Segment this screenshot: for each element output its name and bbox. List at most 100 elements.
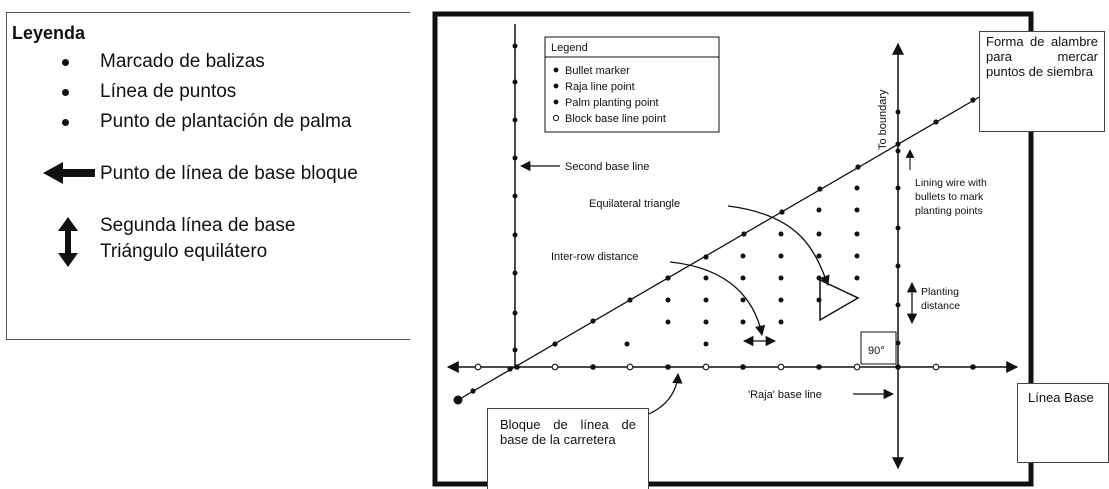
lining-wire-label-3: planting points — [915, 205, 983, 217]
bullet-icon — [62, 59, 69, 66]
base-line-point — [895, 364, 901, 370]
base-line-point — [853, 363, 861, 371]
inter-row-distance-arrow — [669, 261, 766, 337]
legend-item-label: Triángulo equilátero — [100, 241, 268, 262]
raja-base-line-label: 'Raja' base line — [748, 389, 822, 401]
second-base-line-point — [512, 79, 518, 85]
spanish-legend-panel: Leyenda Marcado de balizas Línea de punt… — [6, 12, 410, 340]
angle-label: 90° — [868, 345, 885, 357]
second-base-line-point — [512, 43, 518, 49]
base-line-point — [665, 364, 671, 370]
second-base-line-point — [512, 347, 518, 353]
bullet-marker — [507, 366, 513, 372]
boundary-line-point — [895, 263, 901, 269]
bullet-marker — [552, 341, 558, 347]
palm-planting-point — [703, 319, 709, 325]
base-line-point — [970, 364, 976, 370]
base-line-point — [932, 363, 940, 371]
boundary-line-point — [895, 340, 901, 346]
palm-planting-point — [854, 231, 860, 237]
boundary-line-point — [895, 225, 901, 231]
palm-planting-point — [778, 319, 784, 325]
palm-planting-point — [740, 275, 746, 281]
base-line-point — [626, 363, 634, 371]
bullet-marker — [855, 164, 861, 170]
lining-wire-label-2: bullets to mark — [915, 191, 984, 203]
palm-planting-point — [703, 275, 709, 281]
bullet-marker-icon — [553, 67, 559, 73]
diagram-legend-item: Block base line point — [565, 113, 666, 125]
bullet-marker — [779, 209, 785, 215]
boundary-line-point — [895, 185, 901, 191]
base-line-point — [740, 364, 746, 370]
palm-planting-point — [740, 297, 746, 303]
up-down-arrow-icon — [58, 217, 78, 267]
planting-distance-label-2: distance — [921, 300, 960, 312]
boundary-line-point — [895, 148, 901, 154]
second-base-line-point — [512, 232, 518, 238]
palm-planting-point — [740, 319, 746, 325]
bullet-marker — [895, 141, 901, 147]
palm-planting-point — [703, 297, 709, 303]
legend-item-label: Punto de plantación de palma — [100, 111, 352, 132]
base-line-point — [474, 363, 482, 371]
lining-wire-label-1: Lining wire with — [915, 177, 987, 189]
diagram-legend-title: Legend — [551, 42, 588, 54]
palm-planting-point — [778, 253, 784, 259]
base-line-point — [702, 363, 710, 371]
bullet-marker — [933, 119, 939, 125]
second-base-line-point — [512, 155, 518, 161]
bullet-marker — [470, 388, 476, 394]
palm-planting-point — [778, 231, 784, 237]
legend-item-label: Marcado de balizas — [100, 51, 265, 72]
equilateral-triangle-shape — [819, 278, 860, 322]
bullet-marker — [817, 186, 823, 192]
bullet-marker — [665, 275, 671, 281]
left-arrow-icon — [43, 162, 95, 184]
bullet-marker — [970, 97, 976, 103]
raja-point-icon — [553, 83, 559, 89]
palm-planting-point — [778, 297, 784, 303]
bullet-marker — [627, 297, 633, 303]
boundary-line-point — [895, 109, 901, 115]
bullet-marker — [453, 395, 463, 405]
lining-wire — [457, 91, 989, 401]
base-line-point — [551, 363, 559, 371]
base-line-point — [514, 364, 520, 370]
palm-point-icon — [553, 99, 559, 105]
base-line-point — [590, 364, 596, 370]
legend-item-label: Segunda línea de base — [100, 215, 296, 236]
second-base-line-point — [512, 193, 518, 199]
palm-planting-point — [854, 185, 860, 191]
diagram-legend-item: Raja line point — [565, 81, 635, 93]
bullet-marker — [590, 318, 596, 324]
palm-planting-point — [816, 207, 822, 213]
palm-planting-point — [778, 275, 784, 281]
second-base-line-label: Second base line — [565, 161, 649, 173]
palm-planting-point — [703, 341, 709, 347]
palm-planting-point — [665, 319, 671, 325]
base-line-point — [777, 363, 785, 371]
callout-linea-base: Línea Base — [1017, 383, 1109, 463]
second-base-line-point — [512, 117, 518, 123]
second-base-line-point — [512, 270, 518, 276]
base-line-point — [816, 364, 822, 370]
diagram-frame — [432, 11, 1034, 487]
palm-planting-point — [665, 297, 671, 303]
palm-planting-point — [624, 341, 630, 347]
equilateral-triangle-arrow — [727, 205, 830, 286]
diagram-legend-item: Palm planting point — [565, 97, 659, 109]
palm-planting-point — [740, 253, 746, 259]
callout-bloque: Bloque de línea de base de la carretera — [487, 408, 649, 489]
block-base-point-icon — [552, 114, 560, 122]
second-base-line-point — [512, 310, 518, 316]
palm-planting-point — [854, 207, 860, 213]
callout-forma: Forma de alambre para mercar puntos de s… — [979, 31, 1105, 132]
palm-planting-point — [816, 231, 822, 237]
bullet-icon — [62, 89, 69, 96]
legend-item-label: Punto de línea de base bloque — [100, 163, 358, 184]
diagram-legend-item: Bullet marker — [565, 65, 630, 77]
palm-planting-point — [816, 253, 822, 259]
equilateral-triangle-label: Equilateral triangle — [589, 198, 680, 210]
